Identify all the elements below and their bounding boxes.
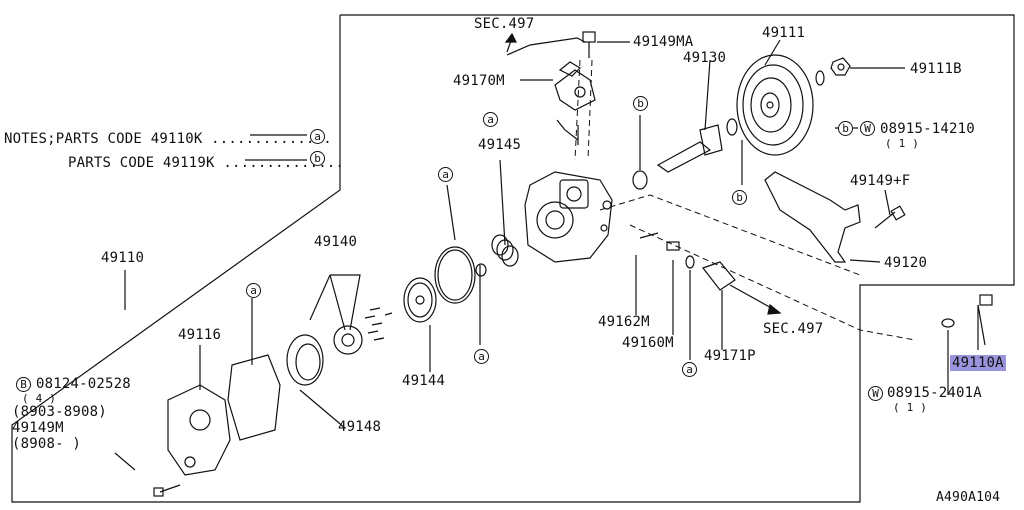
ref-a-2: a (438, 167, 453, 182)
label-sec497-top[interactable]: SEC.497 (474, 16, 535, 32)
label-49145[interactable]: 49145 (478, 137, 522, 153)
label-49149F[interactable]: 49149+F (850, 173, 911, 189)
label-49149M[interactable]: 49149M (12, 420, 64, 436)
label-range-8908: (8908- ) (12, 436, 82, 452)
label-08124-02528[interactable]: 08124-02528 (36, 376, 131, 392)
label-49171P[interactable]: 49171P (704, 348, 756, 364)
pump-cover (167, 384, 231, 476)
label-49148[interactable]: 49148 (338, 419, 382, 435)
label-49170M[interactable]: 49170M (453, 73, 505, 89)
qty-08915-14210: ( 1 ) (885, 137, 920, 150)
ref-mark-b: b (838, 121, 853, 136)
bracket (764, 171, 861, 263)
label-49130[interactable]: 49130 (683, 50, 727, 66)
label-49110[interactable]: 49110 (101, 250, 145, 266)
notes-line-1: NOTES;PARTS CODE 49110K .............. (4, 131, 332, 147)
frame-outline (11, 14, 1015, 503)
highlighted-part: 49110A (950, 355, 1006, 371)
pump-body (524, 171, 613, 263)
label-49162M[interactable]: 49162M (598, 314, 650, 330)
qty-08124-02528: ( 4 ) (22, 392, 57, 405)
prefix-b-icon: B (16, 377, 31, 392)
prefix-w-icon-2: W (868, 386, 883, 401)
ref-b-2: b (732, 190, 747, 205)
label-08915-14210[interactable]: 08915-14210 (880, 121, 975, 137)
diagram-code: A490A104 (936, 490, 1001, 505)
prefix-w-icon: W (860, 121, 875, 136)
pulley (736, 54, 814, 156)
label-49120[interactable]: 49120 (884, 255, 928, 271)
ref-a-3: a (246, 283, 261, 298)
label-range-8903-8908: (8903-8908) (12, 404, 107, 420)
note-mark-b: b (310, 151, 325, 166)
notes-line-2: PARTS CODE 49119K .............. (68, 155, 345, 171)
qty-08915-2401A: ( 1 ) (893, 401, 928, 414)
label-49160M[interactable]: 49160M (622, 335, 674, 351)
label-08915-2401A[interactable]: 08915-2401A (887, 385, 982, 401)
label-sec497-right[interactable]: SEC.497 (763, 321, 824, 337)
label-49111[interactable]: 49111 (762, 25, 806, 41)
label-49149MA[interactable]: 49149MA (633, 34, 694, 50)
ref-b-1: b (633, 96, 648, 111)
label-49140[interactable]: 49140 (314, 234, 358, 250)
ref-a-1: a (483, 112, 498, 127)
label-49110A[interactable]: 49110A (950, 355, 1006, 371)
label-49144[interactable]: 49144 (402, 373, 446, 389)
label-49111B[interactable]: 49111B (910, 61, 962, 77)
ref-a-5: a (682, 362, 697, 377)
ref-a-4: a (474, 349, 489, 364)
label-49116[interactable]: 49116 (178, 327, 222, 343)
note-mark-a: a (310, 129, 325, 144)
